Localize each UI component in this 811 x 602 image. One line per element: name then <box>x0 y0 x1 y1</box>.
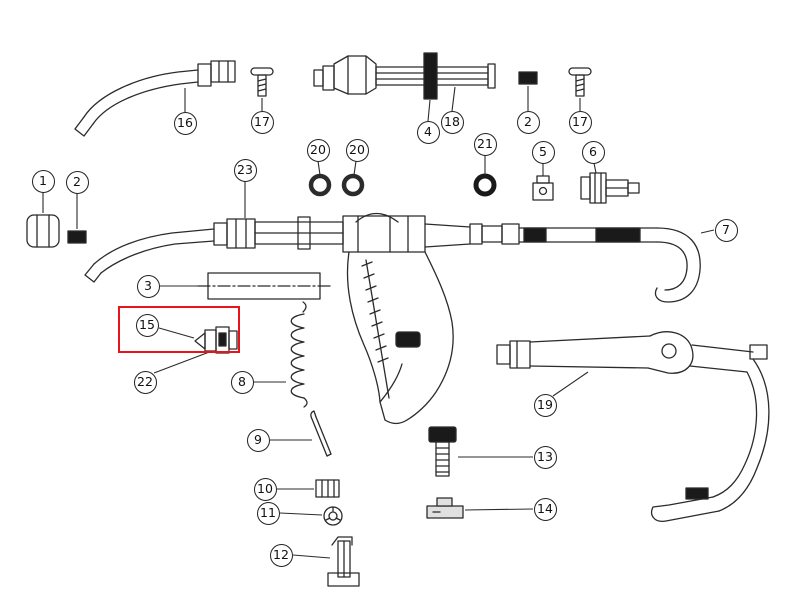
callout-2[interactable]: 2 <box>65 170 89 194</box>
callout-15[interactable]: 15 <box>135 313 159 337</box>
part-screw-17-right <box>568 67 592 97</box>
callout-17[interactable]: 17 <box>250 110 274 134</box>
callout-8[interactable]: 8 <box>230 370 254 394</box>
part-connector-6 <box>580 172 640 204</box>
callout-12[interactable]: 12 <box>269 543 293 567</box>
callout-17[interactable]: 17 <box>568 110 592 134</box>
callout-7[interactable]: 7 <box>714 218 738 242</box>
callout-22[interactable]: 22 <box>133 370 157 394</box>
callout-11[interactable]: 11 <box>256 501 280 525</box>
part-valve-15 <box>194 326 238 354</box>
part-bushing-10 <box>315 479 340 498</box>
callout-5[interactable]: 5 <box>531 140 555 164</box>
part-screw-17-left <box>250 67 274 97</box>
callout-19[interactable]: 19 <box>533 393 557 417</box>
callout-20[interactable]: 20 <box>345 138 369 162</box>
callout-1[interactable]: 1 <box>31 169 55 193</box>
part-orings-20 <box>308 173 365 197</box>
callout-4[interactable]: 4 <box>416 120 440 144</box>
callout-13[interactable]: 13 <box>533 445 557 469</box>
part-label-plate-3 <box>197 272 331 300</box>
part-main-body-7 <box>84 212 701 303</box>
callout-18[interactable]: 18 <box>440 110 464 134</box>
part-trigger-handle <box>346 251 454 425</box>
part-pin-9 <box>310 410 332 457</box>
part-ring-21 <box>473 173 497 197</box>
callout-9[interactable]: 9 <box>246 428 270 452</box>
part-block-2-left <box>67 230 87 244</box>
callout-14[interactable]: 14 <box>533 497 557 521</box>
callout-16[interactable]: 16 <box>173 111 197 135</box>
callout-10[interactable]: 10 <box>253 477 277 501</box>
callout-3[interactable]: 3 <box>136 274 160 298</box>
part-nut-1 <box>26 214 60 248</box>
part-gooseneck-16 <box>74 60 236 137</box>
part-washer-11 <box>323 506 343 526</box>
part-frame-19 <box>496 331 770 522</box>
callout-2[interactable]: 2 <box>516 110 540 134</box>
part-clip-14 <box>426 497 464 519</box>
callout-6[interactable]: 6 <box>581 140 605 164</box>
part-bolt-13 <box>428 426 457 477</box>
callout-23[interactable]: 23 <box>233 158 257 182</box>
part-barrel-assembly-18-4 <box>313 52 496 100</box>
callout-20[interactable]: 20 <box>306 138 330 162</box>
part-bracket-12 <box>327 536 360 587</box>
part-spring-8 <box>290 301 308 408</box>
part-fitting-5 <box>532 175 554 201</box>
part-block-2-right <box>518 71 538 85</box>
callout-21[interactable]: 21 <box>473 132 497 156</box>
